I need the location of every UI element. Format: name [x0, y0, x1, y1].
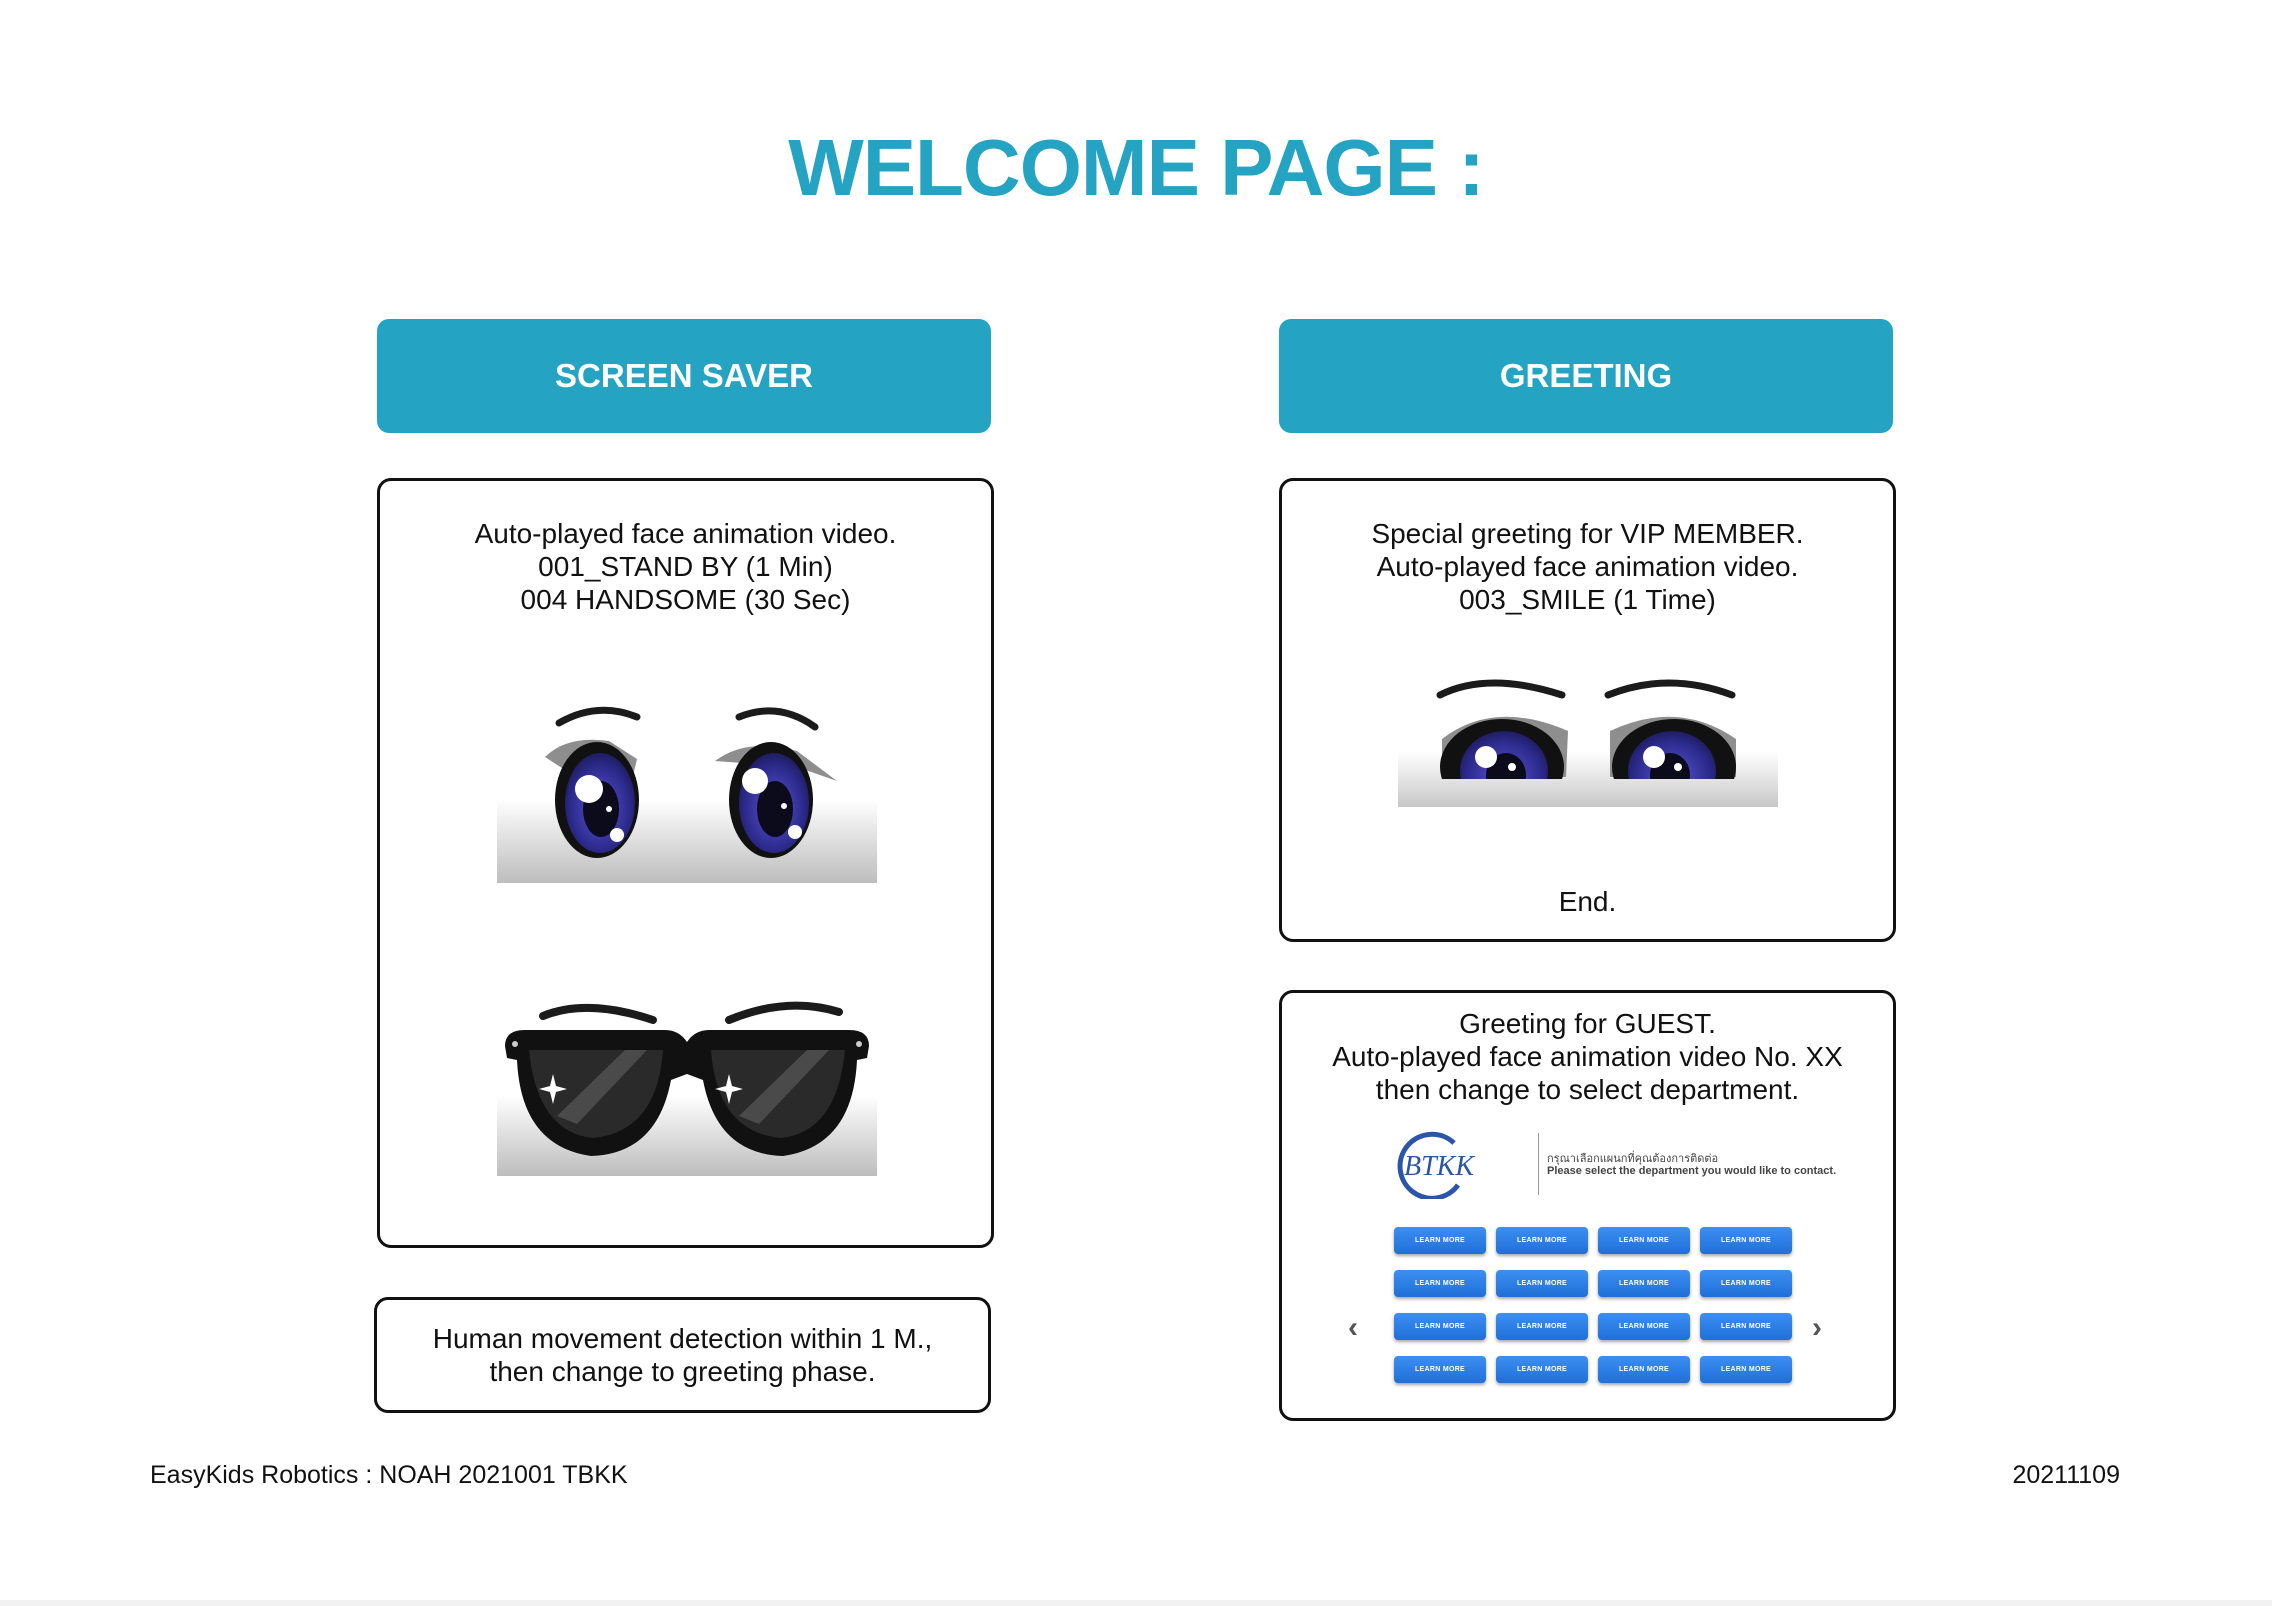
learn-more-button[interactable]: LEARN MORE — [1598, 1313, 1690, 1340]
eye-icon — [545, 739, 639, 858]
learn-more-button[interactable]: LEARN MORE — [1700, 1313, 1792, 1340]
description-line: then change to select department. — [1375, 1074, 1800, 1105]
learn-more-button[interactable]: LEARN MORE — [1700, 1227, 1792, 1254]
screen-saver-description: Auto-played face animation video. 001_ST… — [380, 517, 991, 616]
vip-end-text: End. — [1558, 886, 1617, 917]
guest-greeting-box: Greeting for GUEST. Auto-played face ani… — [1279, 990, 1896, 1421]
description-line: Human movement detection within 1 M., — [432, 1323, 933, 1354]
bottom-divider — [0, 1600, 2272, 1606]
thai-prompt: กรุณาเลือกแผนกที่คุณต้องการติดต่อ — [1547, 1153, 1719, 1165]
department-select-screen: BTKK กรุณาเลือกแผนกที่คุณต้องการติดต่อ P… — [1342, 1131, 1839, 1409]
description-line: Special greeting for VIP MEMBER. — [1371, 518, 1804, 549]
learn-more-button[interactable]: LEARN MORE — [1496, 1356, 1588, 1383]
smiling-eyes-image — [1398, 667, 1778, 807]
learn-more-button[interactable]: LEARN MORE — [1700, 1270, 1792, 1297]
logo-text: BTKK — [1404, 1151, 1475, 1182]
learn-more-button[interactable]: LEARN MORE — [1598, 1227, 1690, 1254]
btkk-logo: BTKK — [1397, 1131, 1475, 1199]
description-line: Auto-played face animation video. — [1376, 551, 1799, 582]
detection-description: Human movement detection within 1 M., th… — [433, 1322, 933, 1388]
learn-more-button[interactable]: LEARN MORE — [1598, 1270, 1690, 1297]
eye-icon — [1610, 716, 1736, 779]
description-line: Auto-played face animation video. — [474, 518, 897, 549]
page-title: WELCOME PAGE : — [788, 123, 1485, 212]
greeting-header: GREETING — [1279, 319, 1893, 433]
learn-more-button[interactable]: LEARN MORE — [1394, 1270, 1486, 1297]
divider — [1538, 1133, 1539, 1195]
description-line: then change to greeting phase. — [489, 1356, 876, 1387]
chevron-right-icon[interactable]: › — [1812, 1311, 1822, 1344]
screen-saver-header: SCREEN SAVER — [377, 319, 991, 433]
footer-project-label: EasyKids Robotics : NOAH 2021001 TBKK — [150, 1461, 628, 1489]
learn-more-button[interactable]: LEARN MORE — [1496, 1313, 1588, 1340]
description-line: Auto-played face animation video No. XX — [1332, 1041, 1843, 1072]
learn-more-button[interactable]: LEARN MORE — [1496, 1270, 1588, 1297]
detection-box: Human movement detection within 1 M., th… — [374, 1297, 991, 1413]
chevron-left-icon[interactable]: ‹ — [1348, 1311, 1358, 1344]
description-line: 001_STAND BY (1 Min) — [538, 551, 833, 582]
description-line: 003_SMILE (1 Time) — [1459, 584, 1716, 615]
vip-greeting-box: Special greeting for VIP MEMBER. Auto-pl… — [1279, 478, 1896, 942]
sunglasses-image — [497, 996, 877, 1176]
eye-icon — [715, 742, 837, 858]
footer-date: 20211109 — [2012, 1461, 2120, 1489]
sunglasses-icon — [505, 1030, 869, 1156]
learn-more-button[interactable]: LEARN MORE — [1394, 1356, 1486, 1383]
anime-eyes-image — [497, 697, 877, 883]
english-prompt: Please select the department you would l… — [1547, 1165, 1837, 1177]
learn-more-button[interactable]: LEARN MORE — [1700, 1356, 1792, 1383]
learn-more-button[interactable]: LEARN MORE — [1394, 1313, 1486, 1340]
learn-more-button[interactable]: LEARN MORE — [1598, 1356, 1690, 1383]
screen-saver-box: Auto-played face animation video. 001_ST… — [377, 478, 994, 1248]
guest-description: Greeting for GUEST. Auto-played face ani… — [1282, 1007, 1893, 1106]
vip-description: Special greeting for VIP MEMBER. Auto-pl… — [1282, 517, 1893, 616]
description-line: Greeting for GUEST. — [1459, 1008, 1716, 1039]
eye-icon — [1440, 716, 1568, 779]
description-line: 004 HANDSOME (30 Sec) — [520, 584, 851, 615]
department-button-grid: LEARN MORE LEARN MORE LEARN MORE LEARN M… — [1394, 1227, 1798, 1383]
learn-more-button[interactable]: LEARN MORE — [1394, 1227, 1486, 1254]
learn-more-button[interactable]: LEARN MORE — [1496, 1227, 1588, 1254]
